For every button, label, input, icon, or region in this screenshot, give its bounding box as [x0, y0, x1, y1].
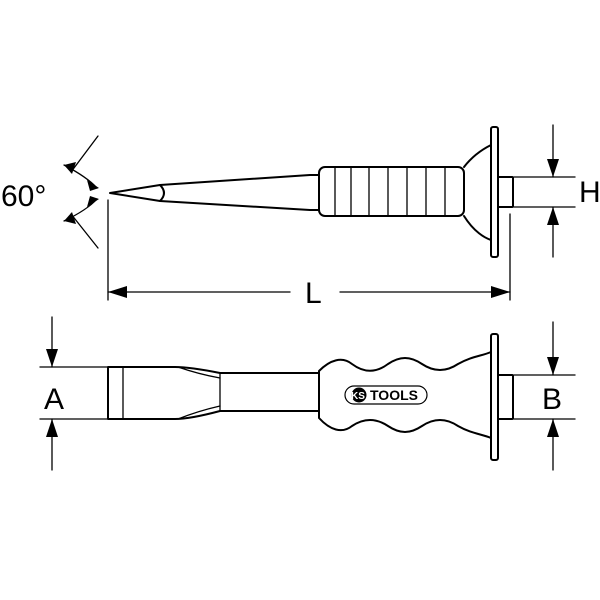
- b-bottom-arrow: [547, 419, 559, 437]
- side-view-upper-bevel: [177, 366, 221, 379]
- angle-upper-arrow: [87, 180, 99, 191]
- top-view-handguard: [490, 126, 499, 258]
- height-dimension: H: [513, 124, 600, 258]
- b-top-arrow: [547, 357, 559, 375]
- ks-tools-logo-frame: [344, 385, 428, 405]
- b-dimension: B: [513, 321, 576, 471]
- ks-tools-logo-brand-text: TOOLS: [370, 387, 418, 403]
- top-view-grip-ribs: [334, 166, 446, 217]
- a-bottom-arrow: [46, 419, 58, 437]
- angle-upper-leader: [70, 135, 99, 173]
- side-view-handguard: [490, 333, 499, 461]
- top-view-handle-flare: [463, 144, 492, 241]
- side-view-lower-bevel: [177, 405, 221, 420]
- ks-tools-logo: KS TOOLS: [344, 385, 428, 405]
- angle-lower-leader: [70, 213, 99, 249]
- b-label: B: [542, 383, 562, 416]
- top-view-bevel-line: [159, 184, 165, 202]
- length-label: L: [305, 277, 322, 310]
- top-view-endcap: [497, 176, 514, 208]
- side-view-endcap: [497, 374, 514, 420]
- side-view: KS TOOLS: [107, 333, 514, 461]
- length-left-arrow: [108, 286, 127, 298]
- top-view-point-tip: [109, 174, 320, 211]
- top-view-handle: [318, 166, 465, 217]
- a-label: A: [44, 383, 64, 416]
- height-bottom-arrow: [547, 207, 559, 225]
- length-right-arrow: [491, 286, 510, 298]
- height-top-arrow: [547, 159, 559, 177]
- angle-label: 60°: [1, 180, 46, 213]
- top-view: [109, 126, 514, 258]
- angle-lower-outer-arrow: [64, 212, 76, 224]
- length-dimension: L: [107, 199, 511, 310]
- angle-dimension: 60°: [1, 135, 99, 249]
- a-dimension: A: [39, 316, 108, 471]
- height-label: H: [579, 176, 600, 209]
- ks-tools-logo-badge: [351, 387, 367, 403]
- angle-lower-arrow: [87, 196, 99, 207]
- ks-tools-logo-badge-text: KS: [351, 391, 365, 402]
- angle-upper-outer-arrow: [64, 162, 76, 174]
- side-view-blade: [107, 366, 320, 420]
- a-top-arrow: [46, 349, 58, 367]
